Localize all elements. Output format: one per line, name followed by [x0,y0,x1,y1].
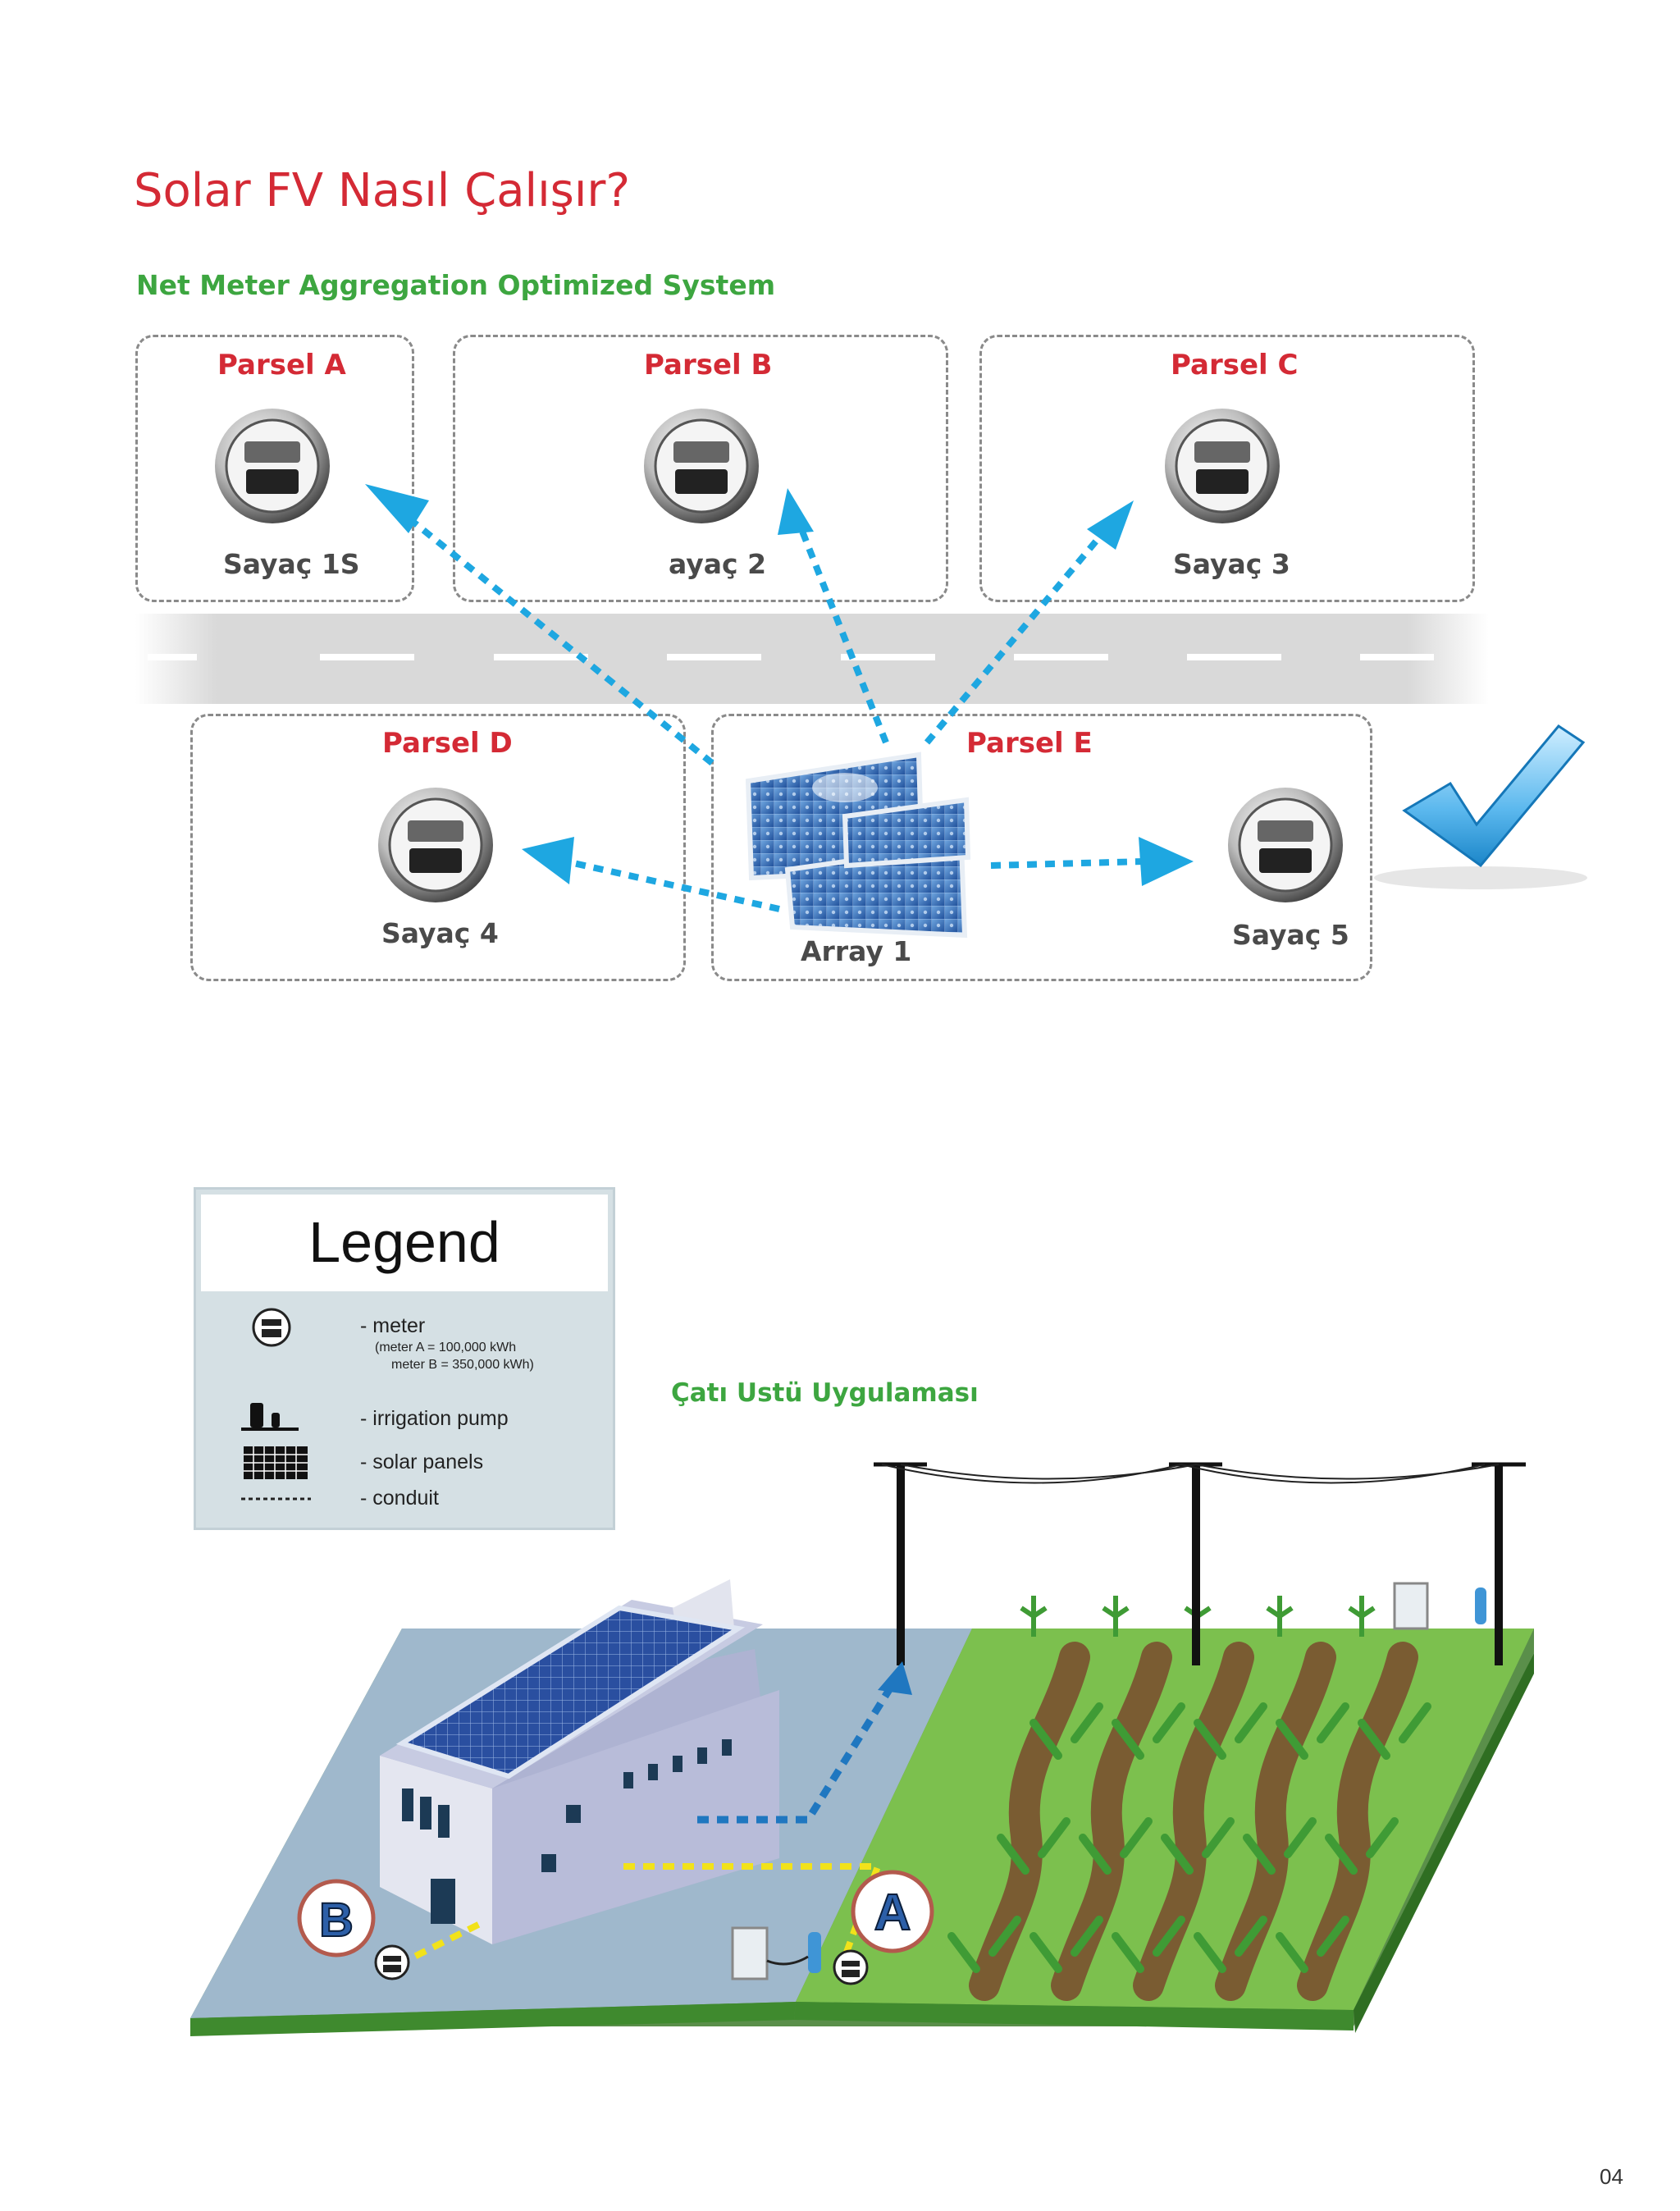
pump-box-field [1393,1582,1486,1630]
solar-panels-icon [244,1446,308,1479]
legend-icons [241,1308,311,1501]
parcel-b-box [453,335,948,602]
parcel-d-box [190,714,686,981]
meter-icon-3 [1165,409,1280,523]
parcel-c-box [979,335,1475,602]
badge-a [851,1870,934,1953]
parcel-a-box [135,335,414,602]
meter-a-icon [833,1949,869,1985]
section-title-net-meter: Net Meter Aggregation Optimized System [136,269,776,301]
checkmark-icon [1374,724,1587,889]
parcel-e-box [711,714,1372,981]
legend-label-conduit: - conduit [360,1487,439,1510]
meter-label-3: Sayaç 3 [1173,548,1290,580]
building-icon [380,1579,779,1944]
legend-label-solar: - solar panels [360,1450,484,1473]
meter-icon-4 [378,788,493,902]
irrigation-pump-icon [241,1403,299,1431]
badge-b-text: B [319,1894,354,1947]
page-title: Solar FV Nasıl Çalışır? [134,164,631,217]
parcel-c-title: Parsel C [1171,349,1299,381]
legend-label-pump: - irrigation pump [360,1407,509,1430]
meter-b-icon [374,1944,410,1980]
array-label: Array 1 [801,935,912,967]
legend-label-meter: - meter [360,1314,426,1337]
meter-label-1: Sayaç 1S [223,548,360,580]
legend-meter-note-2: meter B = 350,000 kWh) [391,1358,534,1372]
parcel-a-title: Parsel A [217,349,346,381]
legend-header: Legend [201,1195,608,1291]
legend-panel: Legend - meter (meter A = 100,000 kWh me… [194,1187,615,1530]
aggregation-diagram [148,409,1587,939]
meter-label-2: ayaç 2 [669,548,767,580]
legend-meter-note-1: (meter A = 100,000 kWh [375,1341,517,1354]
parcel-b-title: Parsel B [644,349,773,381]
meter-label-4: Sayaç 4 [381,917,499,949]
section-title-rooftop: Çatı Ustü Uygulaması [671,1378,979,1408]
solar-array-icon [745,751,971,939]
meter-label-5: Sayaç 5 [1232,919,1349,951]
badge-a-text: A [874,1884,911,1941]
meter-icon [252,1308,291,1347]
meter-icon-2 [644,409,759,523]
badge-b [297,1879,376,1957]
parcel-e-title: Parsel E [966,727,1093,760]
parcel-d-title: Parsel D [382,727,513,760]
meter-icon-5 [1228,788,1343,902]
meter-icon-1 [215,409,330,523]
irrigation-pump-icon-farm [731,1926,821,1980]
page-number: 04 [1600,2164,1623,2189]
legend-title: Legend [308,1210,500,1274]
